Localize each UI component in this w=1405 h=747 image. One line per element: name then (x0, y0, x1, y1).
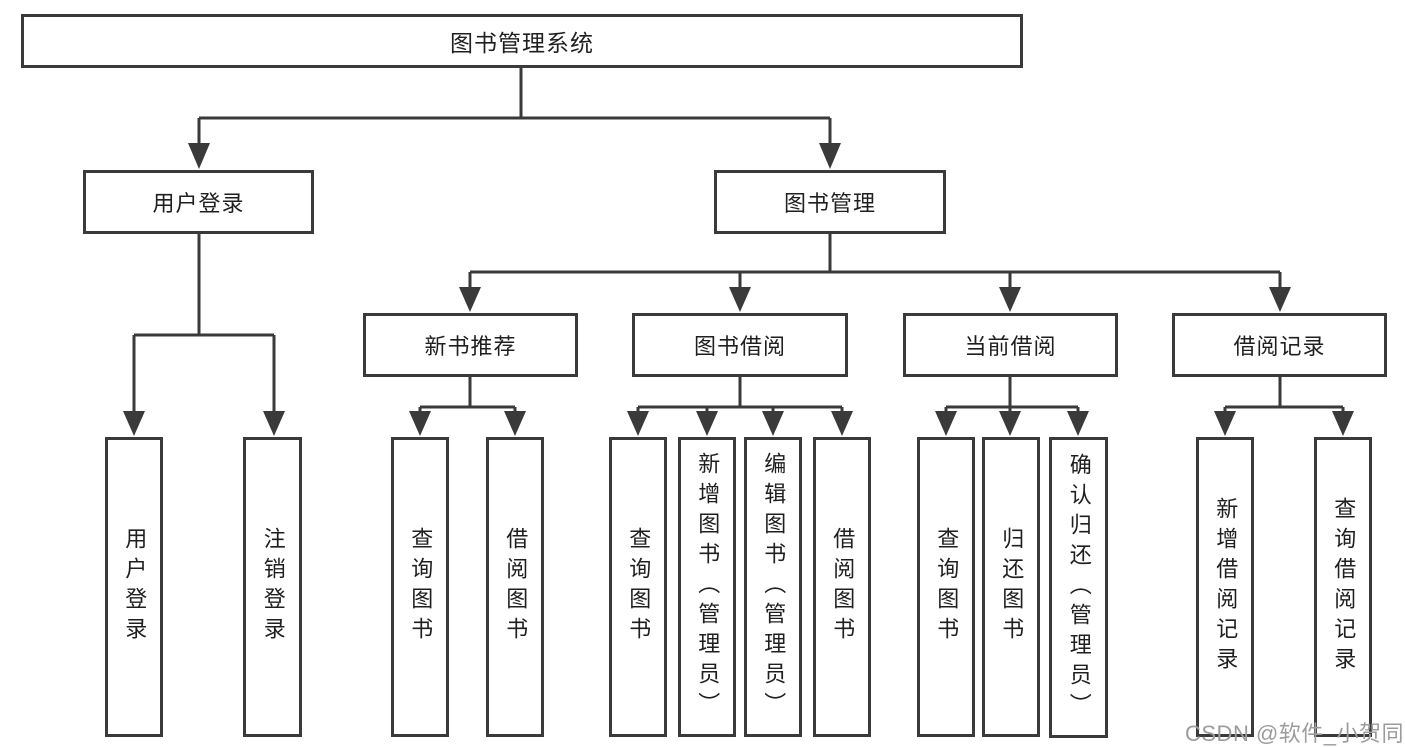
leaf-confirm-return-admin-label: 确认归还（管理员） (1066, 452, 1092, 723)
connector-current-borrow-to-leaves (944, 376, 1080, 414)
arrow-down-icon (729, 287, 751, 312)
leaf-query-borrow-record: 查询借阅记录 (1314, 437, 1372, 737)
arrow-down-icon (188, 143, 210, 169)
arrow-down-icon (459, 287, 481, 312)
arrow-down-icon (123, 411, 145, 436)
node-book-borrowing: 图书借阅 (632, 313, 848, 377)
connector-root-to-level2 (197, 68, 832, 146)
connector-new-book-to-leaves (418, 376, 517, 414)
node-user-login: 用户登录 (83, 170, 314, 234)
leaf-logout: 注销登录 (243, 437, 302, 737)
arrow-down-icon (999, 287, 1021, 312)
leaf-add-borrow-record: 新增借阅记录 (1196, 437, 1254, 737)
arrow-down-icon (263, 411, 285, 436)
arrow-down-icon (504, 411, 526, 436)
arrow-down-icon (627, 411, 649, 436)
leaf-logout-label: 注销登录 (260, 527, 286, 647)
arrow-down-icon (409, 411, 431, 436)
leaf-borrow-books-recommend: 借阅图书 (486, 437, 544, 737)
arrow-down-icon (1332, 411, 1354, 436)
leaf-borrow-books-borrowing: 借阅图书 (813, 437, 871, 737)
leaf-edit-book-admin: 编辑图书（管理员） (744, 437, 802, 737)
node-current-borrowing: 当前借阅 (903, 313, 1118, 377)
leaf-add-borrow-record-label: 新增借阅记录 (1213, 497, 1239, 677)
arrow-down-icon (1214, 411, 1236, 436)
leaf-return-book-label: 归还图书 (999, 527, 1025, 647)
arrow-down-icon (999, 411, 1021, 436)
leaf-borrow-books-borrowing-label: 借阅图书 (830, 527, 856, 647)
leaf-query-books-borrowing-label: 查询图书 (626, 527, 652, 647)
node-root: 图书管理系统 (21, 14, 1023, 68)
leaf-add-book-admin: 新增图书（管理员） (678, 437, 736, 737)
leaf-query-borrow-record-label: 查询借阅记录 (1331, 497, 1357, 677)
connector-user-login-to-leaves (132, 234, 276, 414)
csdn-watermark: CSDN @软件_小贺同学 (1185, 721, 1405, 746)
arrow-down-icon (1067, 411, 1089, 436)
leaf-user-login-label: 用户登录 (122, 527, 148, 647)
leaf-add-book-admin-label: 新增图书（管理员） (695, 452, 721, 722)
leaf-edit-book-admin-label: 编辑图书（管理员） (761, 452, 787, 722)
arrow-down-icon (819, 143, 841, 169)
leaf-return-book: 归还图书 (982, 437, 1040, 737)
leaf-user-login: 用户登录 (105, 437, 163, 737)
arrowhead-icons (123, 143, 1354, 436)
leaf-query-books-recommend-label: 查询图书 (408, 527, 434, 647)
connector-book-mgmt-to-level3 (468, 234, 1282, 290)
arrow-down-icon (696, 411, 718, 436)
node-new-book-recommend: 新书推荐 (363, 313, 578, 377)
arrow-down-icon (762, 411, 784, 436)
leaf-confirm-return-admin: 确认归还（管理员） (1049, 437, 1108, 738)
leaf-query-books-borrowing: 查询图书 (609, 437, 667, 737)
node-book-borrowing-label: 图书借阅 (693, 334, 786, 359)
arrow-down-icon (935, 411, 957, 436)
node-borrow-records: 借阅记录 (1172, 313, 1387, 377)
node-new-book-recommend-label: 新书推荐 (424, 334, 517, 359)
node-book-management-label: 图书管理 (783, 191, 876, 216)
leaf-query-books-current-label: 查询图书 (934, 527, 960, 647)
connector-borrow-record-to-leaves (1223, 376, 1345, 414)
leaf-borrow-books-recommend-label: 借阅图书 (503, 527, 529, 647)
node-root-label: 图书管理系统 (450, 30, 594, 56)
node-current-borrowing-label: 当前借阅 (964, 334, 1057, 359)
node-book-management: 图书管理 (714, 170, 946, 234)
leaf-query-books-current: 查询图书 (917, 437, 975, 737)
arrow-down-icon (831, 411, 853, 436)
node-borrow-records-label: 借阅记录 (1233, 334, 1326, 359)
node-user-login-label: 用户登录 (152, 191, 245, 216)
leaf-query-books-recommend: 查询图书 (391, 437, 449, 737)
arrow-down-icon (1269, 287, 1291, 312)
connector-book-borrow-to-leaves (636, 376, 844, 414)
